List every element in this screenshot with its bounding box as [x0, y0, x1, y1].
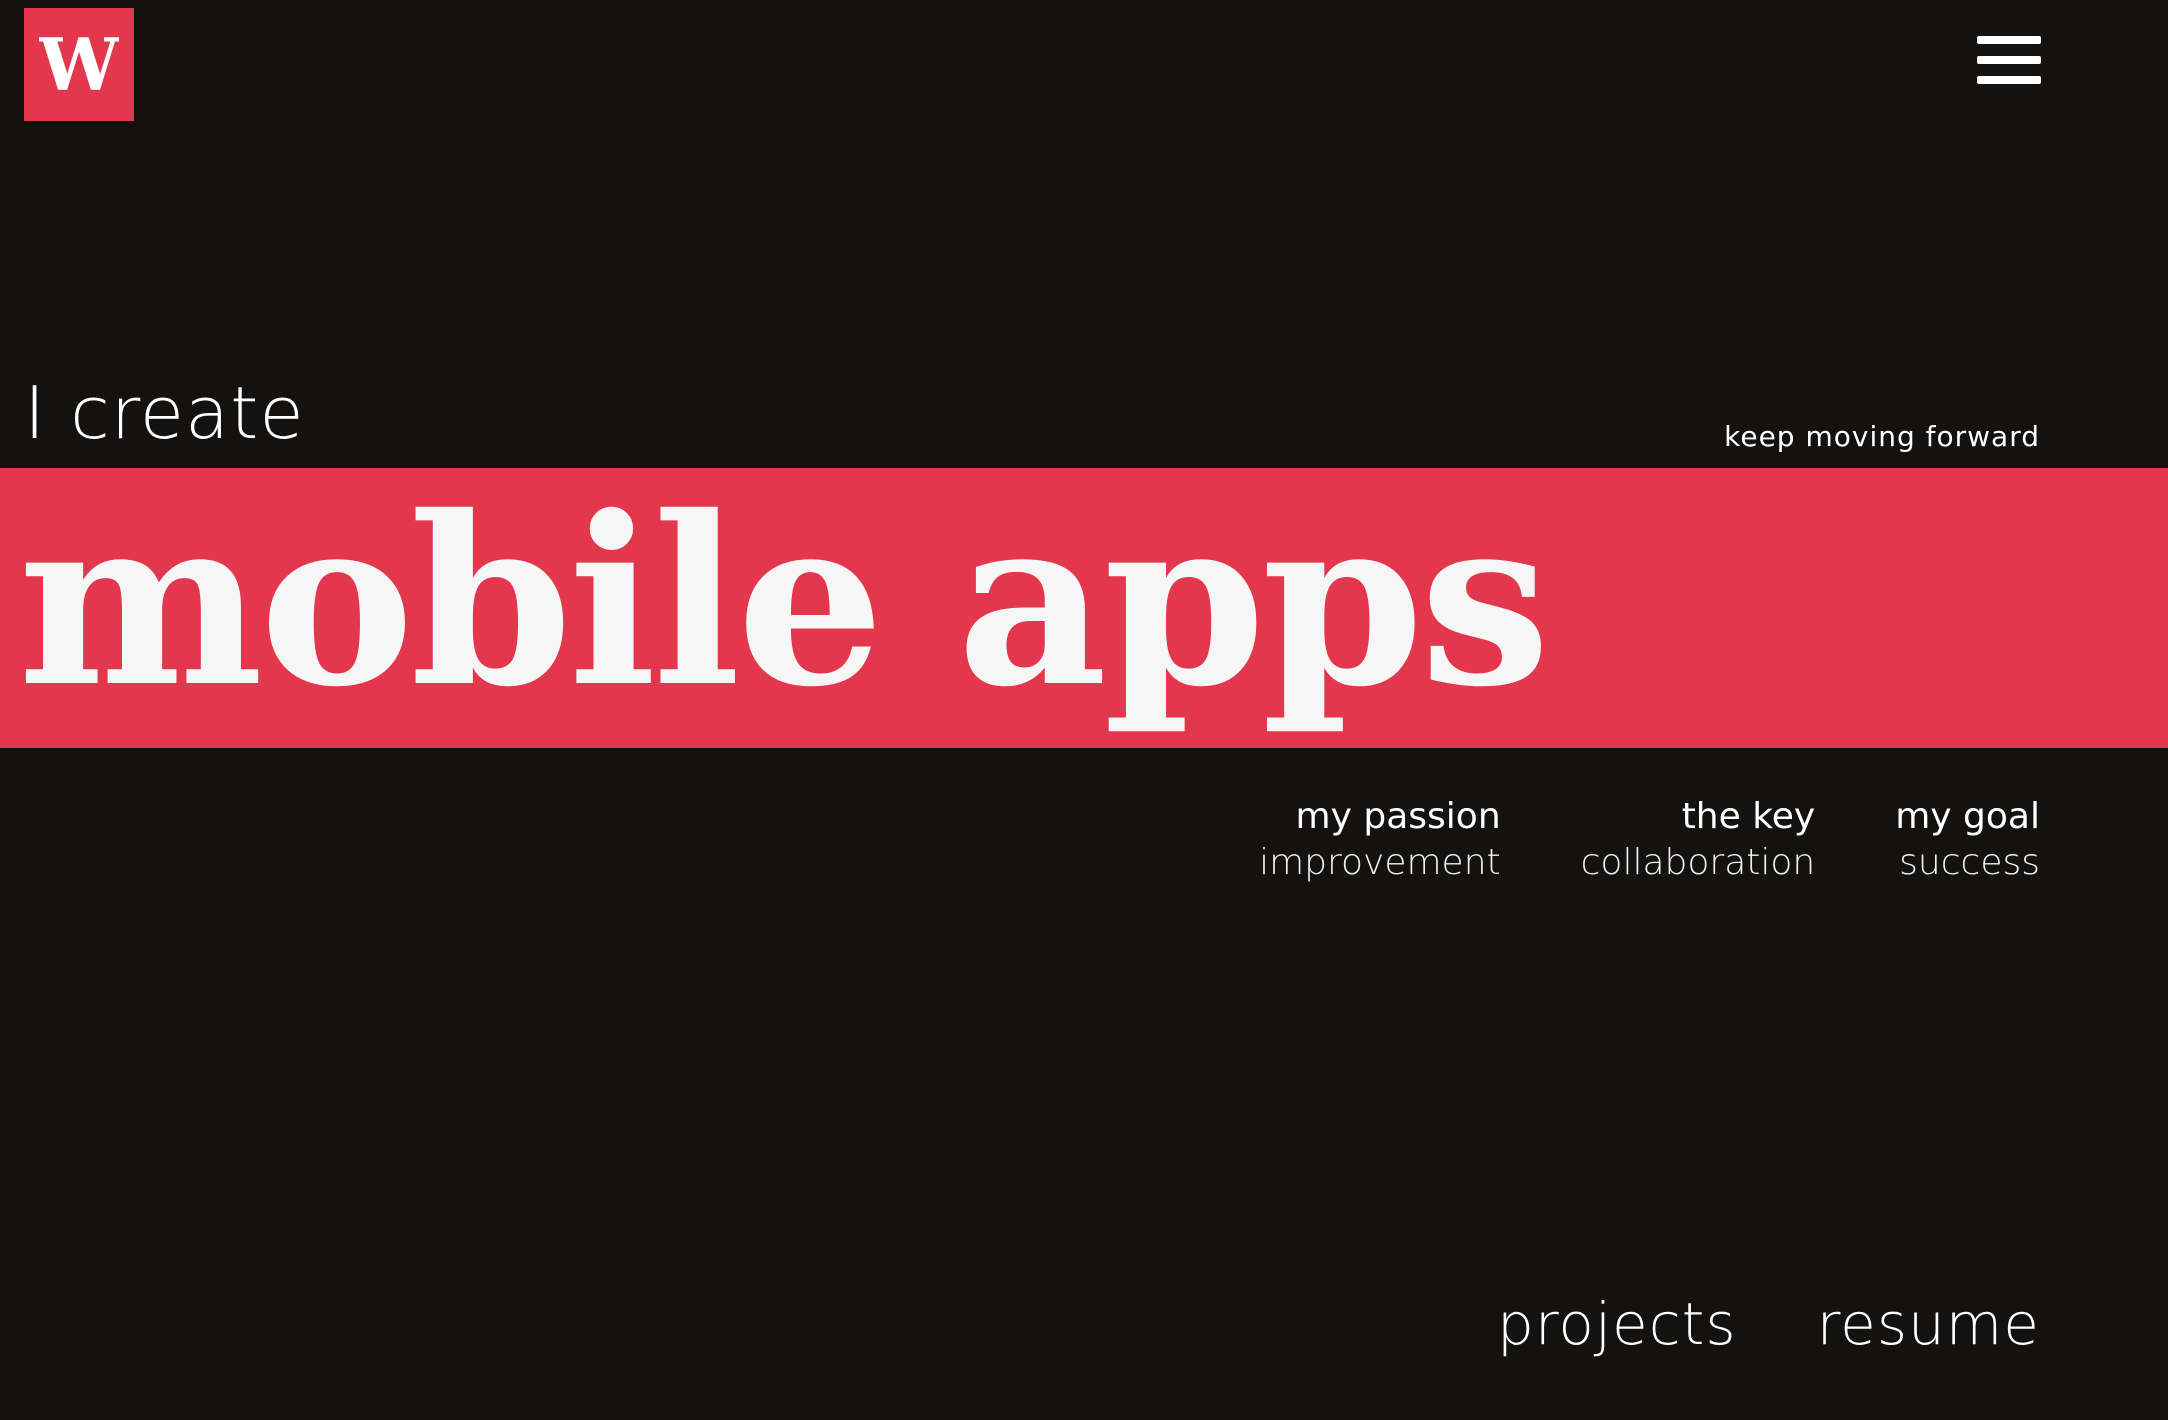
svg-text:W: W: [39, 30, 119, 100]
hamburger-menu-icon[interactable]: [1972, 30, 2046, 96]
value-text: success: [1899, 842, 2040, 883]
headline: mobile apps: [18, 465, 1550, 738]
menu-bar: [1977, 36, 2041, 44]
resume-link[interactable]: resume: [1816, 1290, 2040, 1358]
tagline: keep moving forward: [1724, 420, 2040, 453]
value-key: the key collaboration: [1581, 794, 1816, 886]
menu-bar: [1977, 76, 2041, 84]
value-label: the key: [1681, 796, 1816, 837]
value-label: my passion: [1295, 796, 1501, 837]
values-list: my passion improvement the key collabora…: [1259, 794, 2040, 886]
logo[interactable]: W: [24, 8, 134, 121]
value-text: improvement: [1259, 842, 1501, 883]
value-label: my goal: [1895, 796, 2040, 837]
intro-text: I create: [24, 371, 305, 455]
headline-band: [0, 468, 2168, 748]
logo-w-mark: W: [39, 30, 119, 100]
value-goal: my goal success: [1895, 794, 2040, 886]
menu-bar: [1977, 56, 2041, 64]
value-passion: my passion improvement: [1259, 794, 1501, 886]
bottom-nav: projects resume: [1497, 1288, 2040, 1360]
projects-link[interactable]: projects: [1497, 1290, 1737, 1358]
value-text: collaboration: [1580, 842, 1816, 883]
